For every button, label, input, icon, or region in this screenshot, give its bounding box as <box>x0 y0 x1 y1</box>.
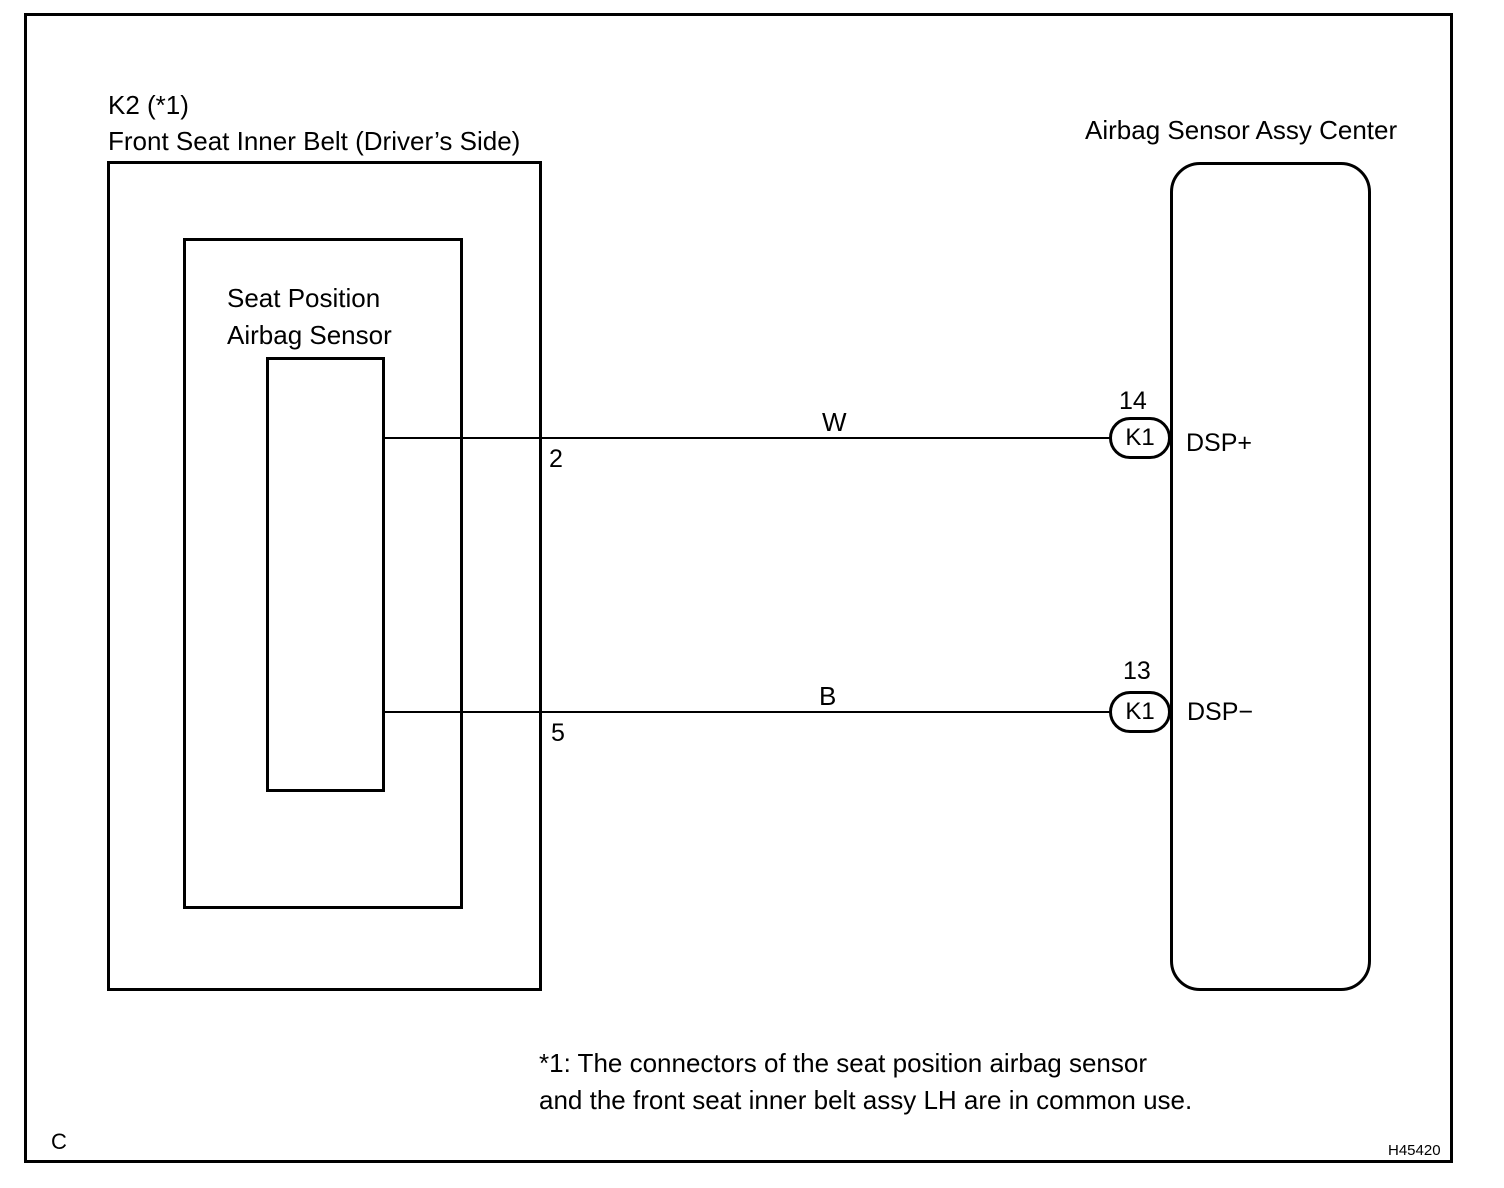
left-connector-ref: K2 (*1) <box>108 90 189 120</box>
terminal-dsp-minus: DSP− <box>1187 698 1254 726</box>
seat-position-sensor-box <box>183 238 463 909</box>
right-pin-13: 13 <box>1123 657 1151 685</box>
right-component-name: Airbag Sensor Assy Center <box>1085 115 1398 145</box>
connector-k1-pin14: K1 <box>1109 417 1171 459</box>
wire-b <box>385 711 1111 713</box>
left-pin-2: 2 <box>549 445 563 473</box>
terminal-dsp-plus: DSP+ <box>1186 429 1253 457</box>
right-pin-14: 14 <box>1119 387 1147 415</box>
footnote-line1: *1: The connectors of the seat position … <box>539 1048 1148 1078</box>
front-seat-inner-belt-box <box>107 161 542 991</box>
connector-k1-label: K1 <box>1125 698 1155 725</box>
wire-color-b: B <box>819 681 837 711</box>
figure-id: H45420 <box>1388 1142 1441 1159</box>
left-component-name: Front Seat Inner Belt (Driver’s Side) <box>108 126 521 156</box>
wire-color-w: W <box>822 407 847 437</box>
connector-k1-label: K1 <box>1125 424 1155 451</box>
corner-code: C <box>51 1129 67 1154</box>
sensor-label-line1: Seat Position <box>227 283 381 313</box>
wire-w <box>385 437 1111 439</box>
footnote-line2: and the front seat inner belt assy LH ar… <box>539 1085 1193 1115</box>
left-pin-5: 5 <box>551 719 565 747</box>
airbag-sensor-assy-center-box <box>1170 162 1371 991</box>
connector-k1-pin13: K1 <box>1109 691 1171 733</box>
sensor-element-box <box>266 357 385 792</box>
sensor-label-line2: Airbag Sensor <box>227 320 392 350</box>
diagram-frame <box>24 13 1453 1163</box>
